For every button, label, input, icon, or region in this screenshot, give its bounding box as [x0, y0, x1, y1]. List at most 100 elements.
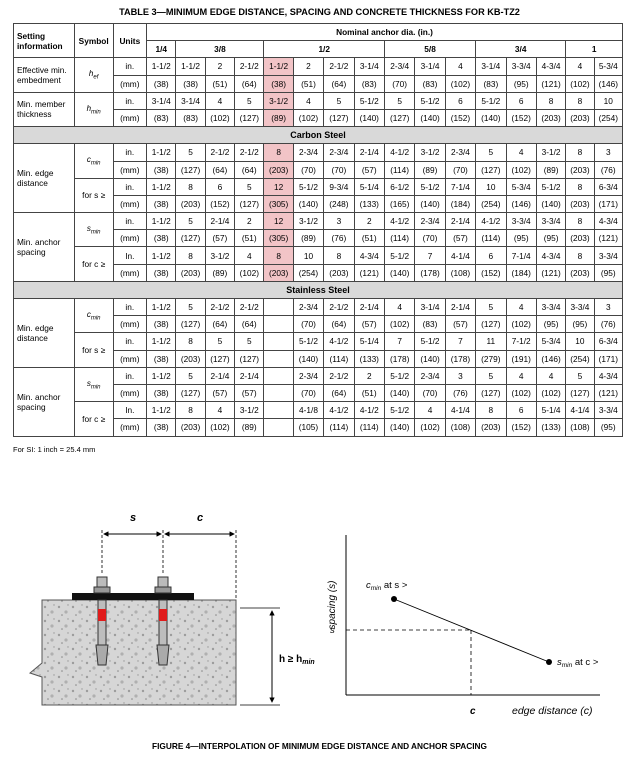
value-cell: 2	[353, 366, 385, 385]
value-cell: (127)	[475, 383, 507, 403]
value-cell: (57)	[204, 383, 236, 403]
value-cell: 7-1/4	[444, 177, 477, 196]
concrete-block	[28, 599, 237, 706]
value-cell: 5	[475, 297, 507, 317]
value-cell: (57)	[234, 383, 265, 403]
unit-cell: (mm)	[112, 108, 148, 128]
value-cell: (127)	[565, 383, 595, 403]
value-cell: 7-1/4	[505, 246, 537, 265]
value-cell: 6	[204, 177, 236, 196]
value-cell: (127)	[475, 160, 507, 179]
value-cell: (127)	[175, 229, 206, 248]
value-cell: (133)	[535, 418, 567, 437]
value-cell: (152)	[475, 263, 507, 282]
value-cell: 7	[383, 332, 416, 351]
value-cell: (203)	[565, 108, 595, 128]
value-cell: (51)	[234, 229, 265, 248]
value-cell: 4-1/4	[444, 246, 477, 265]
value-cell: 2-3/4	[444, 143, 477, 162]
value-cell: 4	[292, 91, 325, 110]
value-cell: 4-1/2	[323, 401, 355, 420]
value-cell: 8	[263, 246, 294, 265]
value-cell: 2-1/2	[234, 143, 265, 162]
unit-cell: in.	[112, 366, 148, 385]
value-cell: 6-1/2	[383, 177, 416, 196]
value-cell: (76)	[593, 160, 624, 179]
value-cell: (140)	[383, 418, 416, 437]
pt2-label: smin at c >	[557, 657, 599, 669]
unit-cell: (mm)	[112, 263, 148, 282]
value-cell: 8	[535, 91, 567, 110]
value-cell: (38)	[146, 160, 177, 179]
value-cell: 1-1/2	[146, 177, 177, 196]
value-cell: 2	[292, 57, 325, 76]
for-cell: for c ≥	[73, 401, 114, 437]
value-cell: (140)	[535, 194, 567, 214]
value-cell: 2-1/4	[444, 212, 477, 231]
value-cell: 10	[292, 246, 325, 265]
unit-cell: in.	[112, 143, 148, 162]
value-cell: (178)	[414, 263, 446, 282]
value-cell: (95)	[565, 315, 595, 334]
value-cell: 2-1/2	[323, 366, 355, 385]
value-cell: 2-1/4	[353, 297, 385, 317]
symbol-cell: hmin	[73, 91, 114, 128]
value-cell: 5-1/4	[353, 177, 385, 196]
value-cell: 3	[323, 212, 355, 231]
value-cell: (51)	[204, 74, 236, 93]
value-cell: 1-1/2	[146, 401, 177, 420]
value-cell: 8	[475, 401, 507, 420]
value-cell: 4	[444, 57, 477, 76]
value-cell: (102)	[505, 383, 537, 403]
table-title: TABLE 3—MINIMUM EDGE DISTANCE, SPACING A…	[119, 7, 520, 17]
value-cell: (70)	[383, 74, 416, 93]
unit-cell: in.	[112, 297, 148, 317]
value-cell: (89)	[414, 160, 446, 179]
value-cell: 4-1/2	[383, 212, 416, 231]
value-cell	[263, 297, 294, 317]
value-cell: (83)	[175, 108, 206, 128]
value-cell: 4	[505, 297, 537, 317]
diameter-header: 1/2	[263, 40, 385, 59]
value-cell: (178)	[444, 349, 477, 368]
value-cell: (70)	[414, 383, 446, 403]
value-cell: (203)	[263, 160, 294, 179]
value-cell: 5-1/2	[383, 401, 416, 420]
value-cell: (184)	[505, 263, 537, 282]
unit-cell: (mm)	[112, 349, 148, 368]
value-cell: 4	[234, 246, 265, 265]
value-cell: (51)	[353, 229, 385, 248]
symbol-sub: min	[90, 229, 101, 236]
value-cell: (102)	[234, 263, 265, 282]
value-cell: (102)	[204, 108, 236, 128]
value-cell: 5	[323, 91, 355, 110]
value-cell: 5	[475, 366, 507, 385]
row-label: Min. edge distance	[13, 298, 75, 368]
dim-s-label: s	[130, 512, 136, 524]
unit-cell: in.	[112, 91, 148, 110]
value-cell: 7	[444, 332, 477, 351]
value-cell: (121)	[593, 229, 624, 248]
value-cell: 5	[475, 143, 507, 162]
unit-cell: (mm)	[112, 315, 148, 334]
value-cell: 12	[263, 177, 294, 196]
value-cell: (38)	[146, 263, 177, 282]
value-cell: 5	[234, 91, 265, 110]
value-cell: 6	[475, 246, 507, 265]
value-cell: 1-1/2	[146, 332, 177, 351]
value-cell: 3-1/4	[414, 57, 446, 76]
value-cell: 5-1/2	[414, 177, 446, 196]
value-cell: (38)	[146, 74, 177, 93]
value-cell: (203)	[175, 418, 206, 437]
value-cell: (102)	[414, 418, 446, 437]
value-cell: (133)	[353, 194, 385, 214]
value-cell: 2-3/4	[292, 143, 325, 162]
value-cell	[263, 332, 294, 351]
header-setting: Setting information	[13, 22, 75, 59]
section-row: Carbon Steel	[13, 126, 623, 145]
value-cell: 4-1/2	[475, 212, 507, 231]
